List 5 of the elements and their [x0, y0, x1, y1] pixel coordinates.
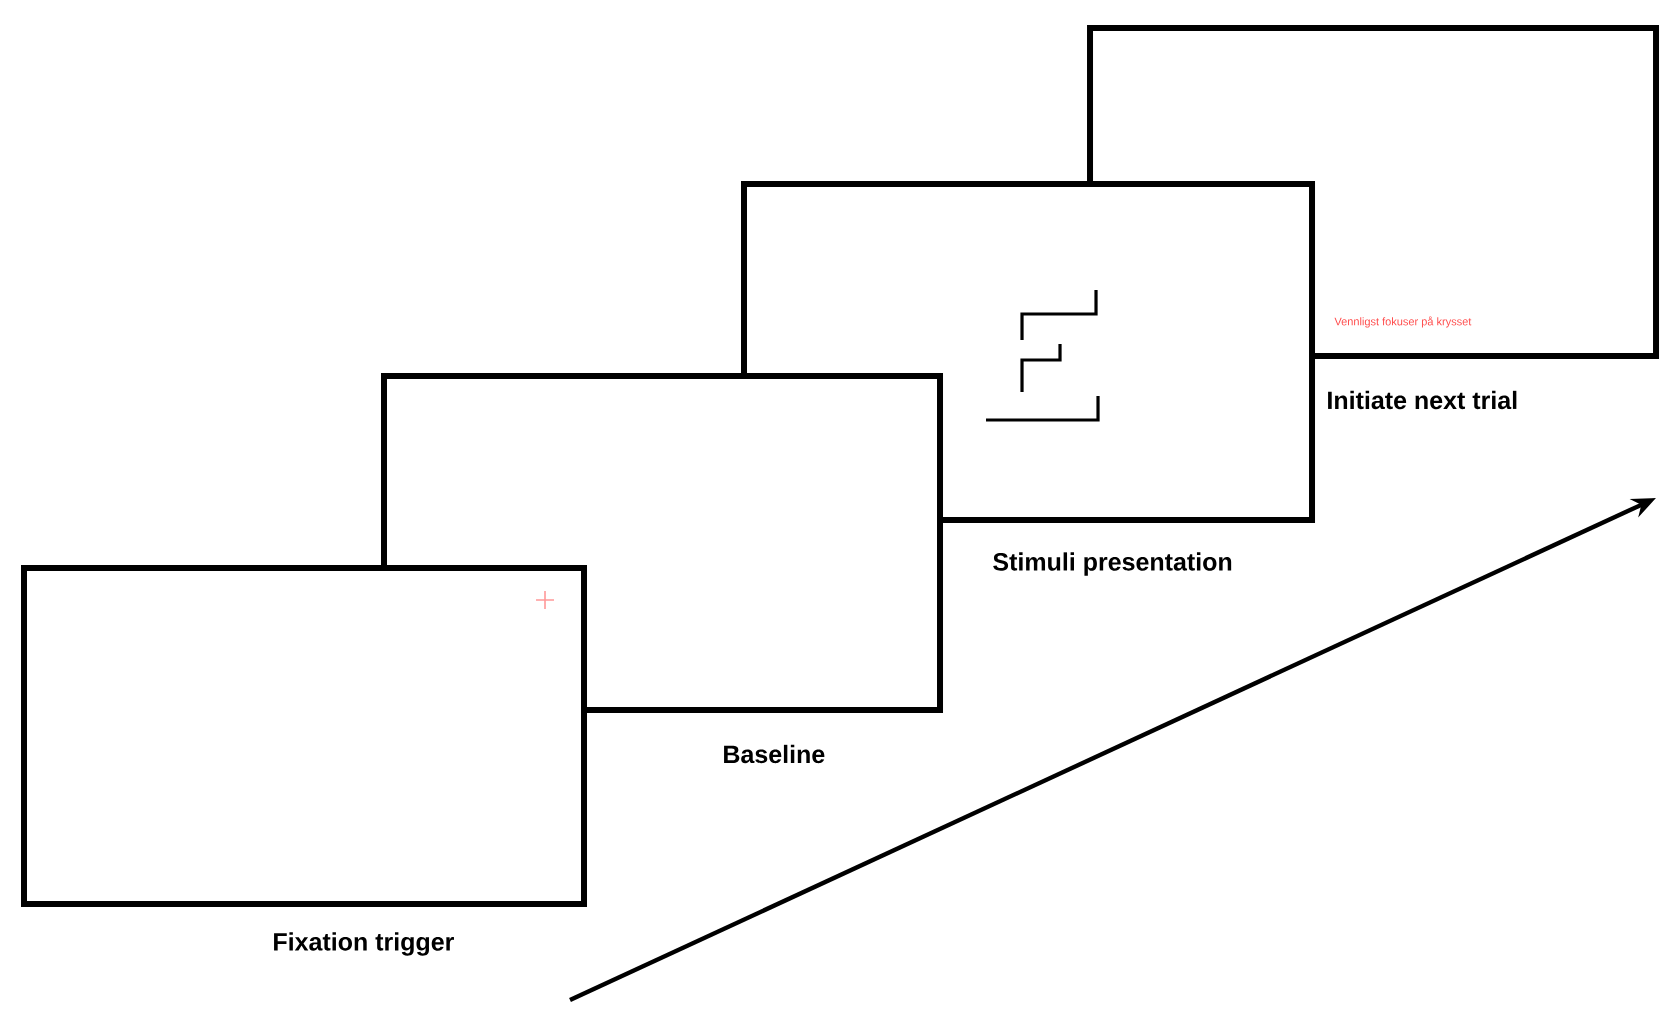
- frame-caption: Stimuli presentation: [993, 552, 1232, 576]
- frame-caption: Baseline: [724, 744, 825, 764]
- frame-caption: Initiate next trial: [1328, 390, 1517, 410]
- frame-caption: Fixation trigger: [274, 932, 454, 956]
- screen-frame: [21, 565, 587, 907]
